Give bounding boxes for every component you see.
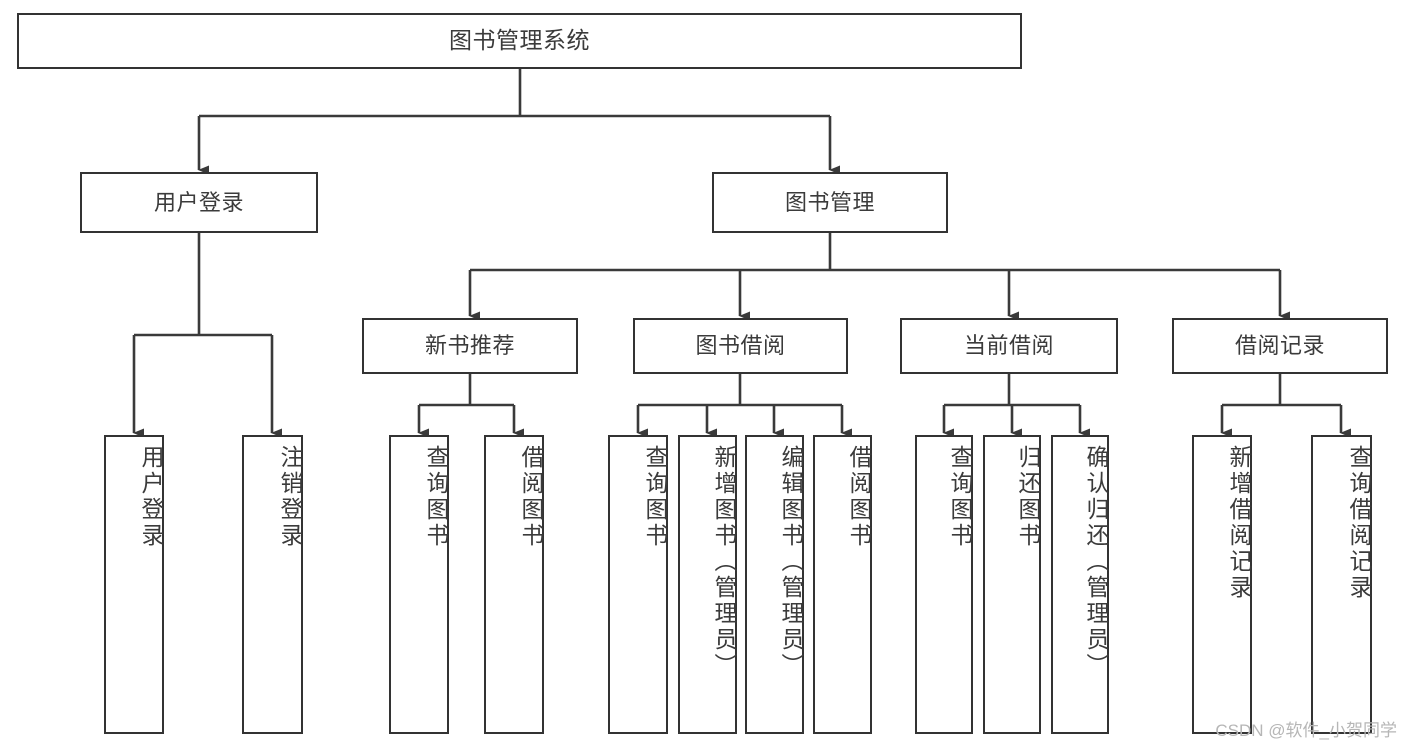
node-leaf-borrow-book-2-label: 借阅图书 <box>846 445 872 549</box>
node-leaf-query-book-1-label: 查询图书 <box>423 445 449 549</box>
node-borrow-record[interactable]: 借阅记录 <box>1172 318 1388 374</box>
node-root-system[interactable]: 图书管理系统 <box>17 13 1022 69</box>
tree-connectors <box>132 69 1351 438</box>
node-current-borrow-label: 当前借阅 <box>963 333 1054 359</box>
node-leaf-add-record[interactable]: 新增借阅记录 <box>1192 435 1252 734</box>
node-leaf-confirm-return[interactable]: 确认归还（管理员） <box>1051 435 1109 734</box>
node-leaf-add-book-label: 新增图书（管理员） <box>711 445 737 679</box>
node-leaf-query-book-3-label: 查询图书 <box>947 445 973 549</box>
node-book-manage-label: 图书管理 <box>784 189 875 215</box>
node-new-book-recommend[interactable]: 新书推荐 <box>362 318 578 374</box>
node-book-borrow[interactable]: 图书借阅 <box>633 318 848 374</box>
node-current-borrow[interactable]: 当前借阅 <box>900 318 1118 374</box>
node-leaf-borrow-book-1-label: 借阅图书 <box>518 445 544 549</box>
node-user-login[interactable]: 用户登录 <box>80 172 318 233</box>
node-leaf-add-record-label: 新增借阅记录 <box>1226 445 1252 601</box>
node-leaf-return-book[interactable]: 归还图书 <box>983 435 1041 734</box>
node-leaf-query-book-2[interactable]: 查询图书 <box>608 435 668 734</box>
node-leaf-query-book-3[interactable]: 查询图书 <box>915 435 973 734</box>
node-leaf-query-record[interactable]: 查询借阅记录 <box>1311 435 1372 734</box>
node-leaf-logout-login[interactable]: 注销登录 <box>242 435 303 734</box>
node-leaf-edit-book-label: 编辑图书（管理员） <box>778 445 804 679</box>
node-leaf-return-book-label: 归还图书 <box>1015 445 1041 549</box>
node-leaf-user-login-label: 用户登录 <box>138 445 164 549</box>
node-leaf-borrow-book-1[interactable]: 借阅图书 <box>484 435 544 734</box>
node-leaf-user-login[interactable]: 用户登录 <box>104 435 164 734</box>
node-new-book-recommend-label: 新书推荐 <box>424 333 515 359</box>
node-book-manage[interactable]: 图书管理 <box>712 172 948 233</box>
node-leaf-confirm-return-label: 确认归还（管理员） <box>1083 445 1109 679</box>
node-root-system-label: 图书管理系统 <box>449 27 590 54</box>
node-borrow-record-label: 借阅记录 <box>1234 333 1325 359</box>
node-leaf-logout-login-label: 注销登录 <box>277 445 303 549</box>
node-leaf-query-record-label: 查询借阅记录 <box>1346 445 1372 601</box>
node-book-borrow-label: 图书借阅 <box>695 333 786 359</box>
node-leaf-query-book-1[interactable]: 查询图书 <box>389 435 449 734</box>
node-leaf-query-book-2-label: 查询图书 <box>642 445 668 549</box>
node-user-login-label: 用户登录 <box>153 189 244 215</box>
node-leaf-borrow-book-2[interactable]: 借阅图书 <box>813 435 872 734</box>
node-leaf-add-book[interactable]: 新增图书（管理员） <box>678 435 737 734</box>
node-leaf-edit-book[interactable]: 编辑图书（管理员） <box>745 435 804 734</box>
